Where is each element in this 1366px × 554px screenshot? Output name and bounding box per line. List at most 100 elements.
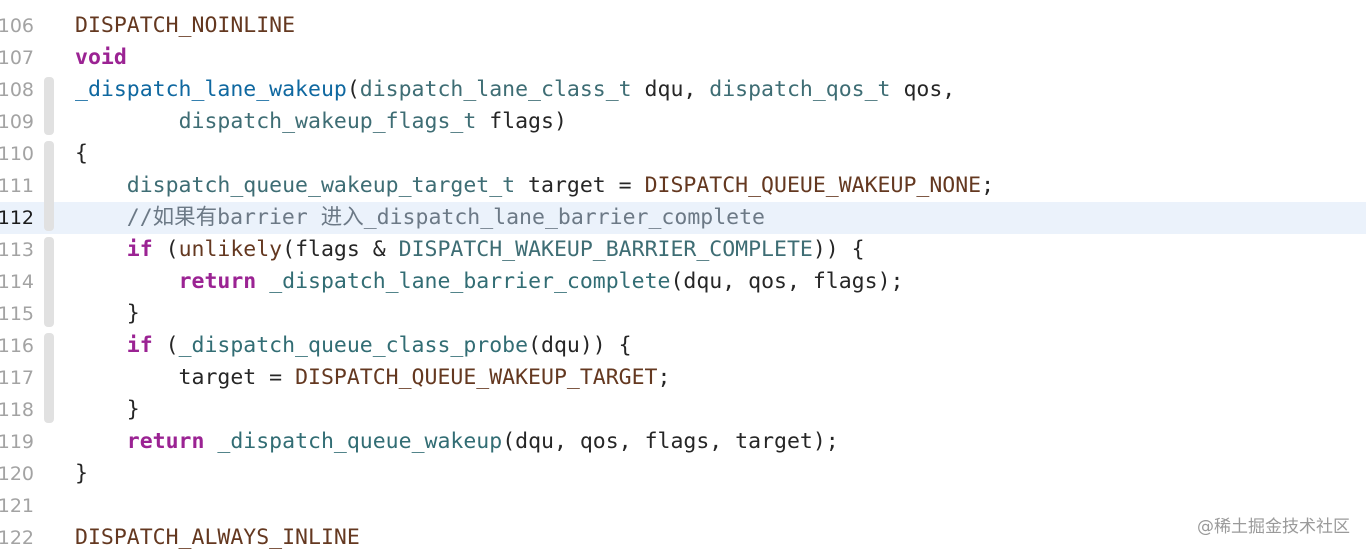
- code-line[interactable]: 111 dispatch_queue_wakeup_target_t targe…: [0, 170, 1366, 202]
- code-token-plain: }: [75, 301, 140, 326]
- code-token-plain: {: [75, 141, 88, 166]
- code-line[interactable]: 107 void: [0, 42, 1366, 74]
- line-number: 106: [0, 15, 34, 37]
- code-token-plain: (: [152, 333, 179, 358]
- code-text: }: [75, 394, 140, 426]
- source-change-bar[interactable]: [44, 77, 54, 135]
- code-text: dispatch_queue_wakeup_target_t target = …: [75, 170, 994, 202]
- code-token-plain: (flags &: [282, 237, 399, 262]
- code-token-kw: return: [126, 429, 205, 454]
- line-number: 122: [0, 527, 34, 549]
- line-number: 114: [0, 271, 34, 293]
- code-token-kw: if: [126, 333, 153, 358]
- code-token-plain: [75, 429, 127, 454]
- code-text: return _dispatch_queue_wakeup(dqu, qos, …: [75, 426, 839, 458]
- code-token-plain: (dqu, qos, flags);: [670, 269, 904, 294]
- line-number: 111: [0, 175, 34, 197]
- line-number: 118: [0, 399, 34, 421]
- line-number: 117: [0, 367, 34, 389]
- code-token-type: DISPATCH_WAKEUP_BARRIER_COMPLETE: [398, 237, 813, 262]
- source-change-bar[interactable]: [44, 141, 54, 231]
- code-text: if (unlikely(flags & DISPATCH_WAKEUP_BAR…: [75, 234, 865, 266]
- code-token-plain: ;: [981, 173, 995, 198]
- line-number: 109: [0, 111, 34, 133]
- code-text: }: [75, 298, 140, 330]
- code-token-plain: }: [75, 397, 140, 422]
- code-line[interactable]: 117 target = DISPATCH_QUEUE_WAKEUP_TARGE…: [0, 362, 1366, 394]
- code-line[interactable]: 116 if (_dispatch_queue_class_probe(dqu)…: [0, 330, 1366, 362]
- source-change-bar[interactable]: [44, 333, 54, 423]
- line-number: 108: [0, 79, 34, 101]
- code-line[interactable]: 121: [0, 490, 1366, 522]
- code-token-macro: DISPATCH_ALWAYS_INLINE: [75, 525, 360, 550]
- code-text: void: [75, 42, 127, 74]
- code-token-plain: (dqu)) {: [528, 333, 632, 358]
- code-token-fdecl: _dispatch_lane_wakeup: [75, 77, 347, 102]
- code-line[interactable]: 109 dispatch_wakeup_flags_t flags): [0, 106, 1366, 138]
- code-line[interactable]: 108 _dispatch_lane_wakeup(dispatch_lane_c…: [0, 74, 1366, 106]
- code-token-plain: [75, 109, 179, 134]
- code-token-func: _dispatch_queue_wakeup: [217, 429, 503, 454]
- code-token-plain: (: [346, 77, 360, 102]
- code-token-type: dispatch_qos_t: [709, 77, 891, 102]
- code-text: target = DISPATCH_QUEUE_WAKEUP_TARGET;: [75, 362, 671, 394]
- line-number: 112: [0, 207, 34, 229]
- code-token-comment: //如果有barrier 进入_dispatch_lane_barrier_co…: [126, 205, 765, 230]
- line-number: 119: [0, 431, 34, 453]
- code-text: if (_dispatch_queue_class_probe(dqu)) {: [75, 330, 632, 362]
- code-line[interactable]: 110 {: [0, 138, 1366, 170]
- line-number: 120: [0, 463, 34, 485]
- code-token-plain: target =: [75, 365, 296, 390]
- code-token-macro: DISPATCH_QUEUE_WAKEUP_TARGET: [295, 365, 658, 390]
- code-token-plain: [75, 269, 179, 294]
- code-token-plain: )) {: [812, 237, 865, 262]
- current-code-line[interactable]: 112 //如果有barrier 进入_dispatch_lane_barrie…: [0, 202, 1366, 234]
- code-line[interactable]: 113 if (unlikely(flags & DISPATCH_WAKEUP…: [0, 234, 1366, 266]
- code-token-kw: if: [126, 237, 153, 262]
- code-line[interactable]: 119 return _dispatch_queue_wakeup(dqu, q…: [0, 426, 1366, 458]
- watermark-text: @稀土掘金技术社区: [1197, 517, 1350, 537]
- code-line[interactable]: 122 DISPATCH_ALWAYS_INLINE: [0, 522, 1366, 554]
- code-text: //如果有barrier 进入_dispatch_lane_barrier_co…: [75, 202, 765, 234]
- code-token-plain: flags): [476, 109, 567, 134]
- code-token-macro: DISPATCH_NOINLINE: [75, 13, 296, 38]
- code-token-func: _dispatch_lane_barrier_complete: [269, 269, 671, 294]
- code-line[interactable]: 114 return _dispatch_lane_barrier_comple…: [0, 266, 1366, 298]
- code-text: dispatch_wakeup_flags_t flags): [75, 106, 567, 138]
- code-token-plain: [75, 173, 127, 198]
- line-number: 110: [0, 143, 34, 165]
- code-token-plain: }: [75, 461, 88, 486]
- line-number: 107: [0, 47, 34, 69]
- code-token-func: _dispatch_queue_class_probe: [178, 333, 529, 358]
- code-text: {: [75, 138, 88, 170]
- code-token-macro: unlikely: [178, 237, 283, 262]
- code-token-plain: (: [152, 237, 179, 262]
- code-token-plain: dqu,: [631, 77, 710, 102]
- code-token-plain: [256, 269, 269, 294]
- line-number: 121: [0, 495, 34, 517]
- line-number: 113: [0, 239, 34, 261]
- line-number: 116: [0, 335, 34, 357]
- code-text: _dispatch_lane_wakeup(dispatch_lane_clas…: [75, 74, 955, 106]
- code-token-plain: [75, 237, 127, 262]
- code-line[interactable]: 118 }: [0, 394, 1366, 426]
- code-token-plain: ;: [657, 365, 671, 390]
- code-token-type: dispatch_lane_class_t: [359, 77, 632, 102]
- code-line[interactable]: 115 }: [0, 298, 1366, 330]
- code-text: DISPATCH_NOINLINE: [75, 10, 295, 42]
- code-token-plain: [75, 333, 127, 358]
- source-change-bar[interactable]: [44, 237, 54, 327]
- code-line[interactable]: 106 DISPATCH_NOINLINE: [0, 10, 1366, 42]
- code-token-macro: DISPATCH_QUEUE_WAKEUP_NONE: [644, 173, 982, 198]
- code-token-kw: void: [75, 45, 127, 70]
- code-token-plain: (dqu, qos, flags, target);: [502, 429, 839, 454]
- code-token-plain: [204, 429, 217, 454]
- code-text: DISPATCH_ALWAYS_INLINE: [75, 522, 360, 554]
- code-token-plain: [75, 205, 127, 230]
- code-token-plain: qos,: [890, 77, 956, 102]
- code-text: return _dispatch_lane_barrier_complete(d…: [75, 266, 904, 298]
- code-token-plain: target =: [515, 173, 645, 198]
- code-text: }: [75, 458, 88, 490]
- code-line[interactable]: 120}: [0, 458, 1366, 490]
